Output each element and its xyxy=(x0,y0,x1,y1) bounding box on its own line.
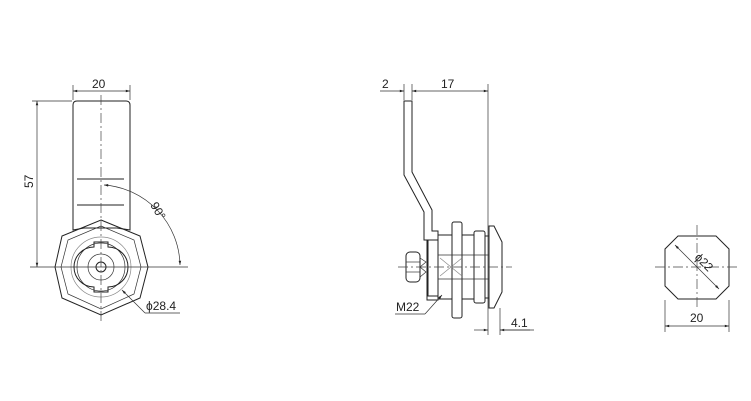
side-view: 2 17 M22 4.1 xyxy=(380,77,534,335)
lever-side xyxy=(403,100,439,301)
cutout-shape xyxy=(664,235,730,300)
thickness-dim-label: 2 xyxy=(382,77,389,91)
hex-nut xyxy=(54,219,149,316)
front-view: 20 57 90° ϕ28.4 xyxy=(22,77,188,322)
thread-label: M22 xyxy=(396,300,420,314)
height-dim-label: 57 xyxy=(22,174,36,188)
mounting-nut xyxy=(451,221,463,319)
offset-dim-label: 17 xyxy=(441,77,455,91)
key-face xyxy=(488,225,503,309)
width-dim-label: 20 xyxy=(92,77,106,91)
cutout-diameter-label: ϕ22 xyxy=(692,250,716,274)
lever xyxy=(72,100,131,231)
cutout-view: ϕ22 20 xyxy=(655,225,740,332)
cutout-width-label: 20 xyxy=(690,311,704,325)
angle-dim-label: 90° xyxy=(147,200,168,223)
diameter-dim-label: ϕ28.4 xyxy=(146,299,176,313)
protrusion-dim-label: 4.1 xyxy=(511,316,528,330)
